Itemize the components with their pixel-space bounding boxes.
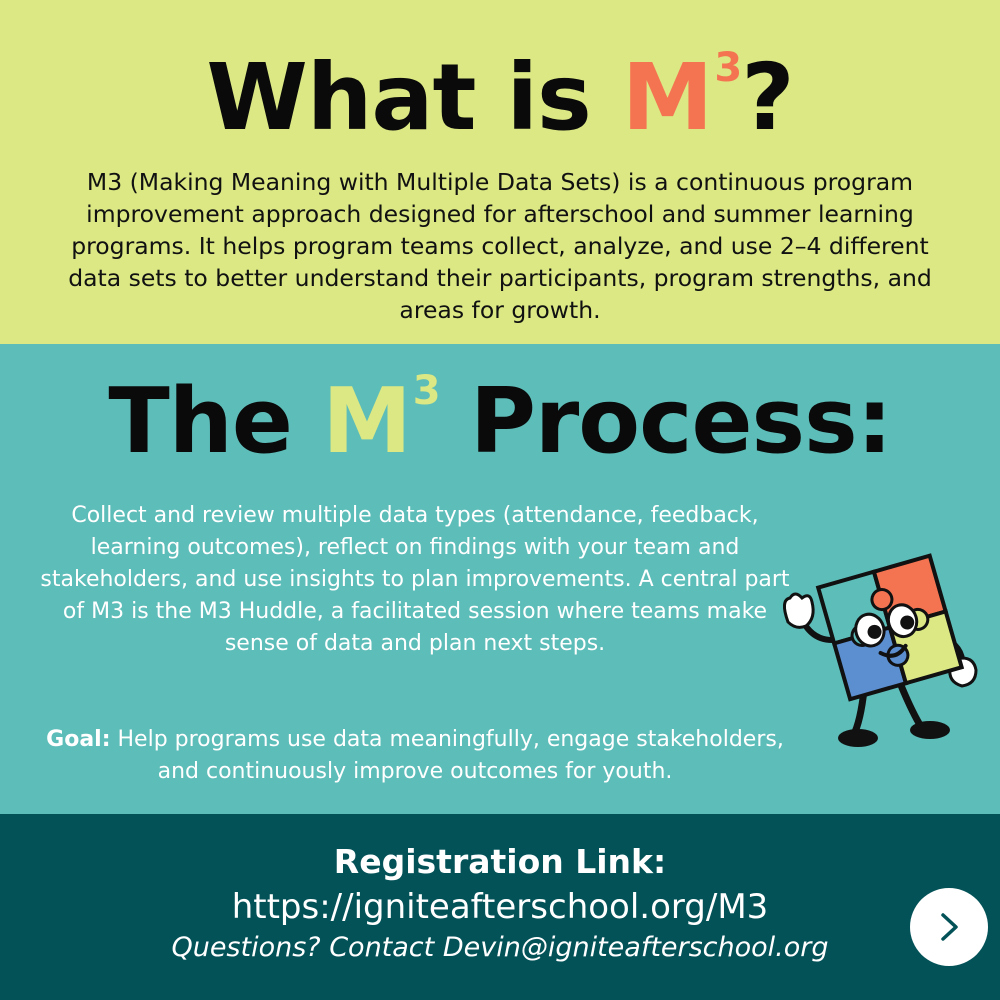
- process-title: The M3 Process:: [0, 368, 1000, 489]
- title-text: What is: [206, 44, 622, 151]
- goal-text: Help programs use data meaningfully, eng…: [110, 727, 784, 784]
- next-button[interactable]: [910, 888, 988, 966]
- process-section: [0, 344, 1000, 814]
- contact-info: Questions? Contact Devin@igniteafterscho…: [171, 932, 829, 963]
- puzzle-mascot-icon: [783, 553, 978, 747]
- registration-link[interactable]: https://igniteafterschool.org/M3: [231, 887, 769, 927]
- process-title-text: The: [108, 369, 323, 474]
- intro-section: [0, 0, 1000, 344]
- m3-logo-text: M3: [621, 44, 742, 151]
- registration-section: [0, 814, 1000, 1000]
- m3-logo-text: M3: [322, 368, 440, 474]
- goal-label: Goal:: [46, 727, 111, 752]
- process-description: Collect and review multiple data types (…: [40, 503, 790, 656]
- registration-label: Registration Link:: [333, 842, 667, 881]
- goal-paragraph: Goal: Help programs use data meaningfull…: [40, 724, 790, 788]
- page-title: What is M3?: [0, 45, 1000, 166]
- title-question-mark: ?: [741, 44, 794, 151]
- process-title-suffix: Process:: [439, 369, 893, 474]
- chevron-right-icon: [941, 913, 958, 941]
- intro-paragraph: M3 (Making Meaning with Multiple Data Se…: [68, 168, 932, 324]
